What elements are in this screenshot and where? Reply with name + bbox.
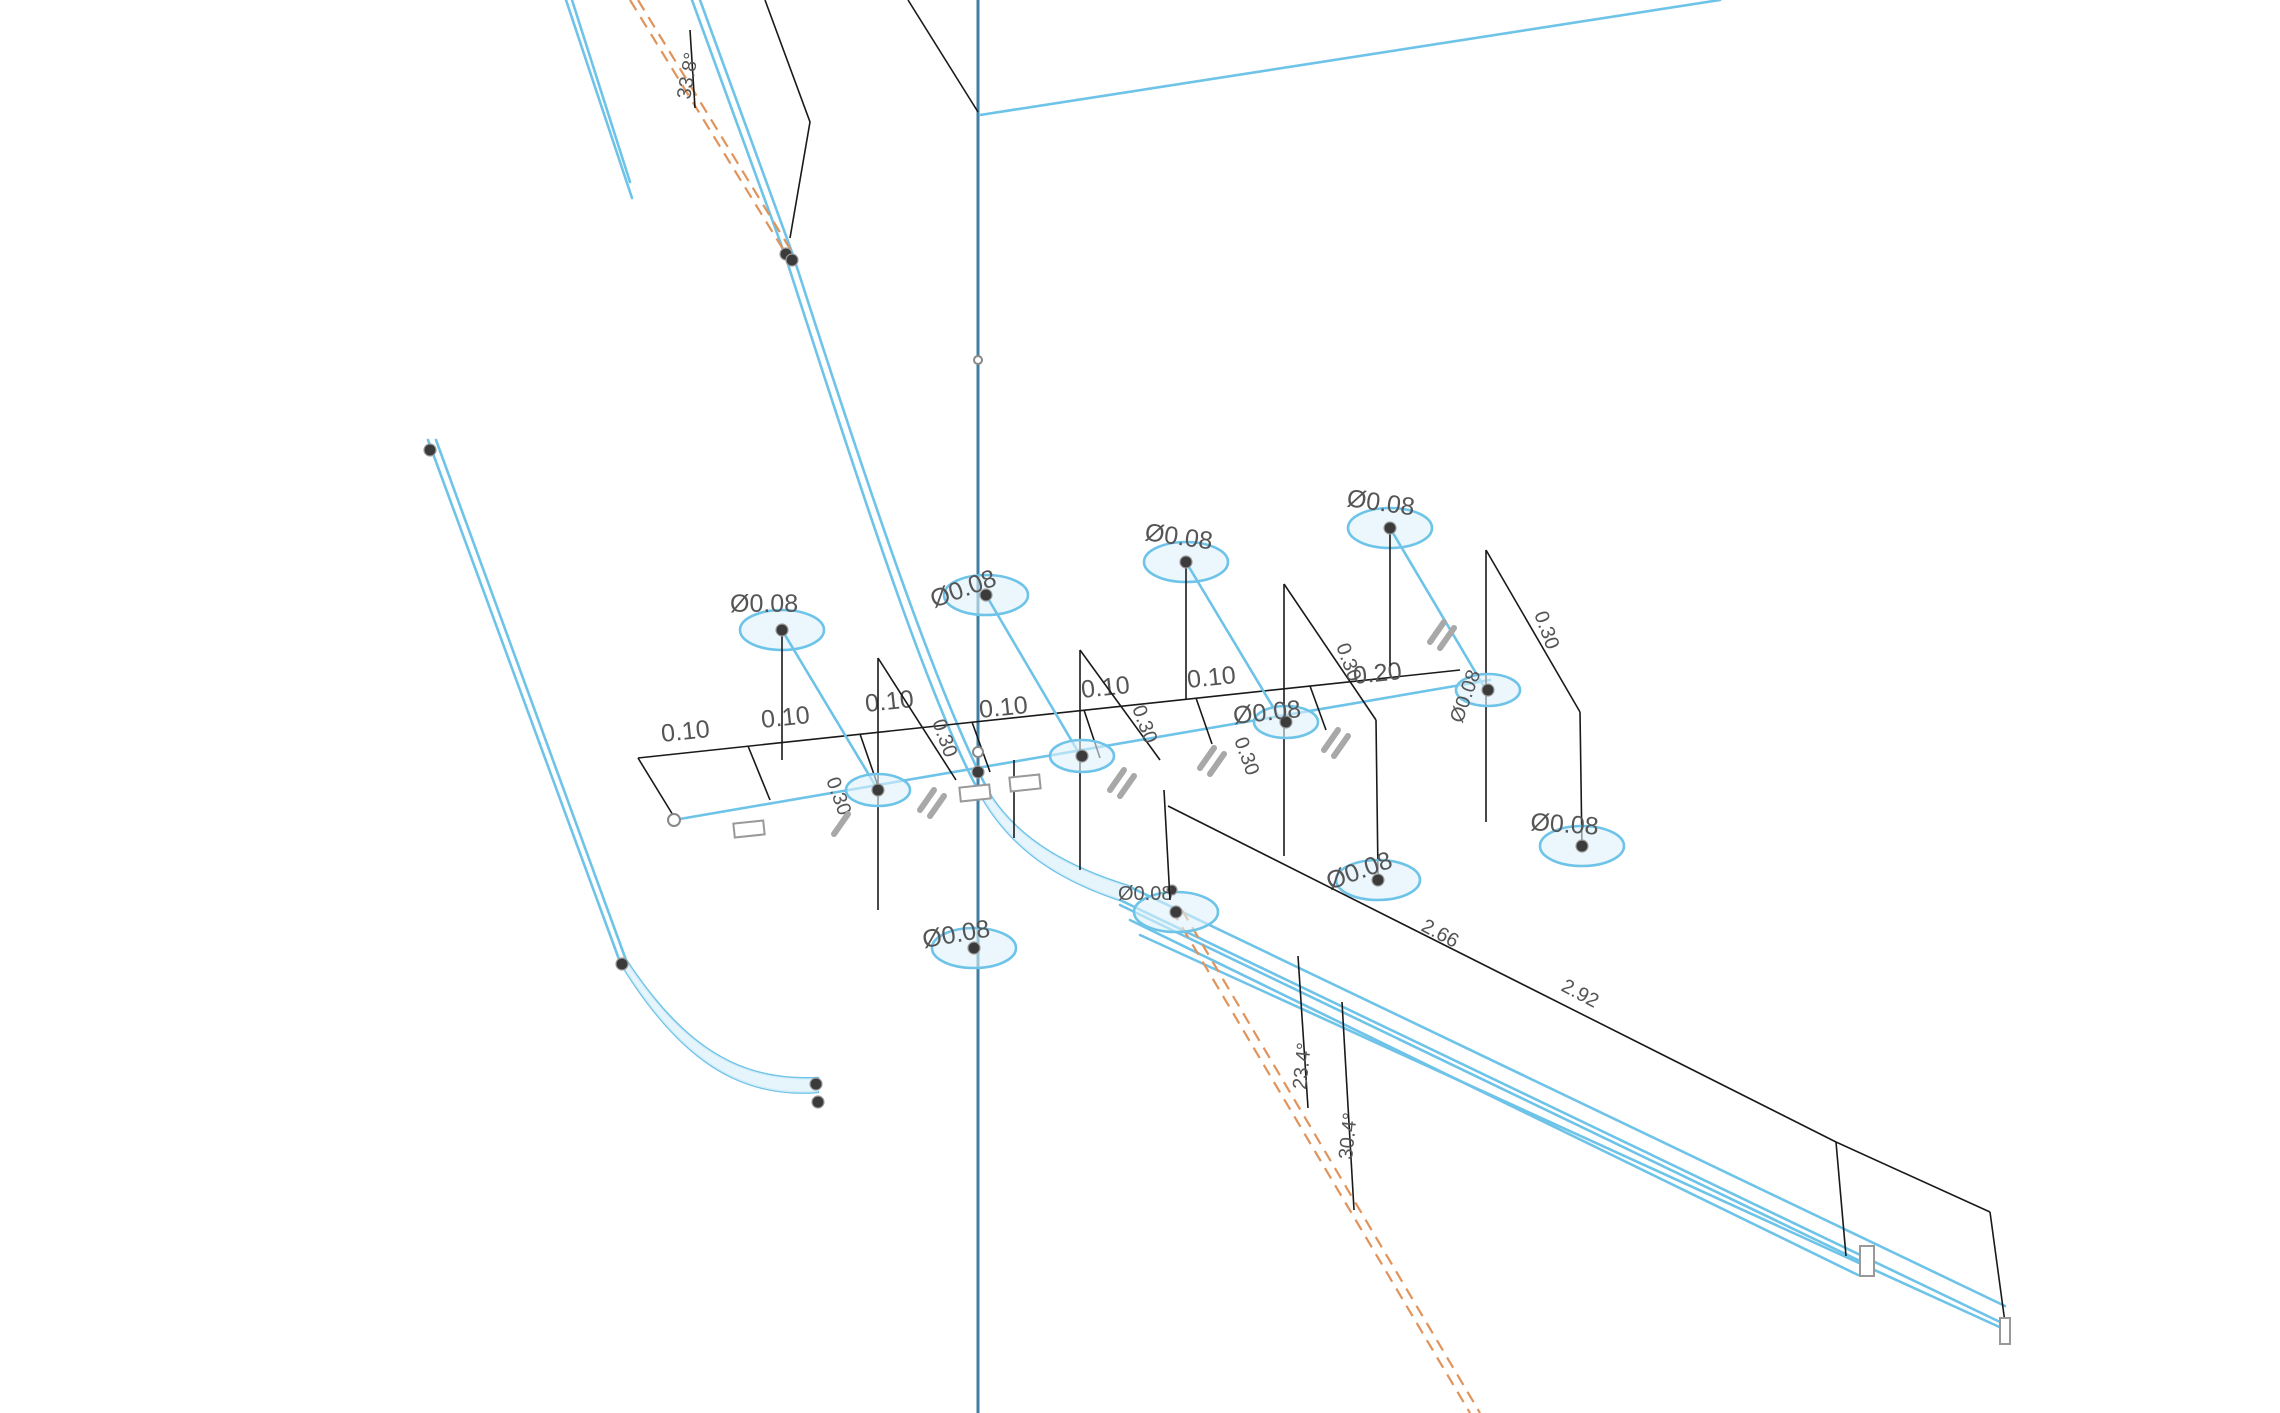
construction-line-lower <box>1171 909 1471 1413</box>
fix-constraint-icon[interactable] <box>958 783 992 803</box>
angle-label-2[interactable]: 30.4° <box>1335 1112 1362 1161</box>
axis-point[interactable] <box>973 355 983 365</box>
hole-group-7[interactable]: Ø0.08 <box>1232 695 1320 740</box>
length-ext-1 <box>1835 1141 1847 1257</box>
plane-edge-top[interactable] <box>978 0 1722 117</box>
sketch-point[interactable] <box>423 443 437 457</box>
spacing-label-6[interactable]: 0.10 <box>1186 661 1237 694</box>
hole-group-1[interactable]: Ø0.08 <box>730 590 880 792</box>
diameter-label-1[interactable]: Ø0.08 <box>730 590 798 618</box>
angle-dim-line-2 <box>1341 1001 1355 1211</box>
spacing-ext-6 <box>1195 697 1213 745</box>
spacing-label-2[interactable]: 0.10 <box>760 701 811 734</box>
hole-group-5[interactable] <box>844 772 912 808</box>
hole-group-9[interactable]: Ø0.08 <box>920 915 1018 970</box>
spacing-label-4[interactable]: 0.10 <box>978 691 1029 724</box>
fix-constraint-icon[interactable] <box>1999 1317 2011 1345</box>
depth-label-4[interactable]: 0.30 <box>1229 734 1263 778</box>
lower-rail-a[interactable] <box>1118 903 1860 1262</box>
fix-constraint-icon[interactable] <box>1859 1245 1875 1277</box>
parallel-constraint-icon[interactable] <box>1107 767 1137 799</box>
sketch-point[interactable] <box>785 253 799 267</box>
rail-start-point[interactable] <box>667 813 681 827</box>
sketch-point[interactable] <box>809 1077 823 1091</box>
upper-dimension-tick <box>689 29 696 109</box>
angle-label-upper[interactable]: 33.8° <box>673 51 703 101</box>
depth-label-6[interactable]: 0.30 <box>1529 608 1563 652</box>
length-dimension-2 <box>1835 1141 1991 1213</box>
junction-label: Ø0.08 <box>1118 883 1172 905</box>
length-dimension-1 <box>1167 805 1837 1143</box>
length-label-1[interactable]: 2.66 <box>1418 915 1463 953</box>
sketch-point[interactable] <box>811 1095 825 1109</box>
hole-group-6[interactable] <box>1048 738 1116 774</box>
left-hook-fill <box>620 960 818 1093</box>
depth-label-3[interactable]: 0.30 <box>1127 702 1161 746</box>
left-hook-curve-inner[interactable] <box>434 438 820 1080</box>
spacing-dimension-line <box>637 669 1461 759</box>
construction-line-lower-2 <box>1181 909 1481 1413</box>
spacing-label-5[interactable]: 0.10 <box>1080 671 1131 704</box>
length-label-2[interactable]: 2.92 <box>1558 975 1603 1013</box>
hole-group-8[interactable]: Ø0.08 <box>1446 667 1522 726</box>
fix-constraint-icon[interactable] <box>732 819 766 839</box>
spacing-ext-2 <box>747 745 771 801</box>
hole-group-4[interactable]: Ø0.08 <box>1345 484 1488 692</box>
spacing-ext-1 <box>637 757 677 821</box>
angle-label-1[interactable]: 23.4° <box>1289 1042 1316 1091</box>
construction-line-upper <box>629 0 787 255</box>
depth-dim-3-diag <box>1283 583 1377 721</box>
parallel-constraint-icon[interactable] <box>1427 619 1457 651</box>
axis-point[interactable] <box>972 746 984 758</box>
parallel-constraint-icon[interactable] <box>1321 727 1351 759</box>
depth-dim-1-diag <box>877 657 957 781</box>
sketch-point[interactable] <box>971 765 985 779</box>
fix-constraint-icon[interactable] <box>1008 773 1042 793</box>
spacing-ext-7 <box>1309 685 1327 731</box>
sketch-point[interactable] <box>615 957 629 971</box>
left-hook-curve[interactable] <box>426 438 820 1094</box>
junction-leader-1 <box>1163 789 1171 901</box>
depth-dim-4-diag <box>1485 549 1581 713</box>
upper-left-line-inner[interactable] <box>570 0 632 184</box>
parallel-constraint-icon[interactable] <box>831 811 851 837</box>
parallel-constraint-icon[interactable] <box>917 787 947 819</box>
diameter-label-9[interactable]: Ø0.08 <box>1530 808 1600 841</box>
upper-left-line[interactable] <box>564 0 634 200</box>
construction-line-upper-2 <box>637 0 793 253</box>
spacing-label-7[interactable]: 0.20 <box>1352 657 1403 690</box>
main-sweep-curve-inner[interactable] <box>698 0 2007 1308</box>
upper-dimension-leader <box>764 0 811 239</box>
spacing-label-1[interactable]: 0.10 <box>660 715 711 748</box>
plane-edge-diagonal <box>907 0 979 113</box>
spacing-label-3[interactable]: 0.10 <box>864 685 915 718</box>
sketch-point[interactable] <box>1169 905 1183 919</box>
depth-dim-2-diag <box>1079 649 1161 761</box>
sweep-ribbon-fill <box>978 790 1128 900</box>
angle-dim-line-1 <box>1297 955 1309 1109</box>
parallel-constraint-icon[interactable] <box>1197 745 1227 777</box>
depth-dim-5 <box>1375 719 1379 875</box>
length-ext-2 <box>1989 1211 2007 1331</box>
hole-group-11[interactable]: Ø0.08 <box>1530 808 1626 868</box>
